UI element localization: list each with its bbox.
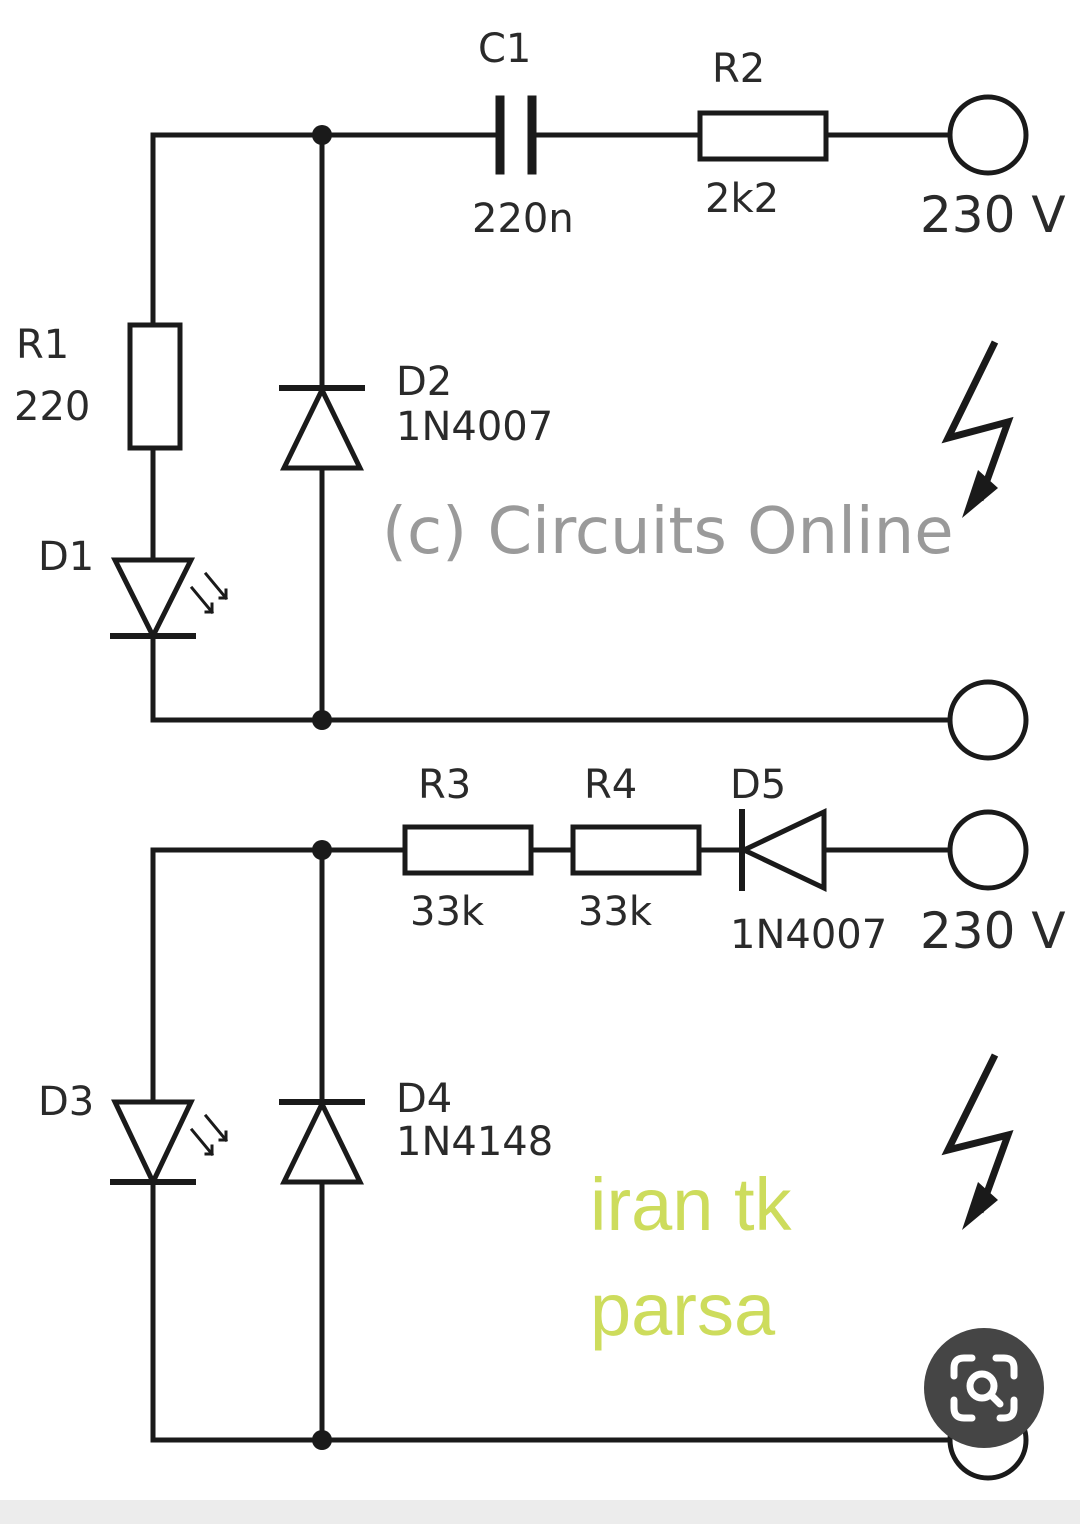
watermark: (c) Circuits Online	[382, 495, 954, 569]
lightning-arrowhead-icon	[962, 1182, 998, 1230]
label-r4-value: 33k	[578, 889, 653, 935]
google-lens-icon	[950, 1354, 1018, 1422]
label-d3: D3	[38, 1079, 94, 1125]
resistor-r1	[127, 322, 183, 451]
label-d4: D4	[396, 1076, 452, 1122]
label-voltage-bottom: 230 V	[920, 902, 1066, 960]
label-c1-value: 220n	[472, 196, 574, 242]
diode-d4	[279, 1098, 365, 1185]
label-d2-part: 1N4007	[396, 404, 553, 450]
label-r2-value: 2k2	[705, 176, 779, 222]
overlay-text-line-1: iran tk	[590, 1163, 793, 1246]
bottom-circuit-wires	[150, 847, 953, 1443]
lightning-bolt-icon	[941, 340, 1014, 502]
label-d4-part: 1N4148	[396, 1119, 553, 1165]
label-voltage-top: 230 V	[920, 186, 1066, 244]
label-r1-value: 220	[14, 384, 90, 430]
label-d2: D2	[396, 359, 452, 405]
led-d1	[110, 557, 229, 642]
diode-d5	[738, 808, 827, 892]
label-d5: D5	[730, 762, 786, 808]
resistor-r2	[697, 110, 829, 162]
lightning-bolt-icon	[941, 1053, 1014, 1214]
capacitor-c1	[495, 95, 537, 175]
terminal-bottom-1	[947, 809, 1029, 891]
label-r3-value: 33k	[410, 889, 485, 935]
label-c1: C1	[478, 26, 531, 72]
label-d5-part: 1N4007	[730, 912, 887, 958]
resistor-r3	[402, 824, 534, 876]
led-d3	[110, 1099, 229, 1188]
diode-d2	[279, 384, 365, 471]
overlay-text-line-2: parsa	[590, 1268, 776, 1351]
bottom-bar	[0, 1500, 1080, 1524]
top-circuit-wires	[150, 132, 953, 723]
label-r3: R3	[418, 762, 471, 808]
label-r4: R4	[584, 762, 637, 808]
terminal-top-2	[947, 679, 1029, 761]
junction-dots	[312, 125, 332, 1450]
label-r1: R1	[16, 322, 69, 368]
label-r2: R2	[712, 46, 765, 92]
lightning-arrowhead-icon	[962, 470, 998, 518]
terminal-top-1	[947, 94, 1029, 176]
resistor-r4	[570, 824, 702, 876]
label-d1: D1	[38, 534, 94, 580]
lens-search-button[interactable]	[924, 1328, 1044, 1448]
